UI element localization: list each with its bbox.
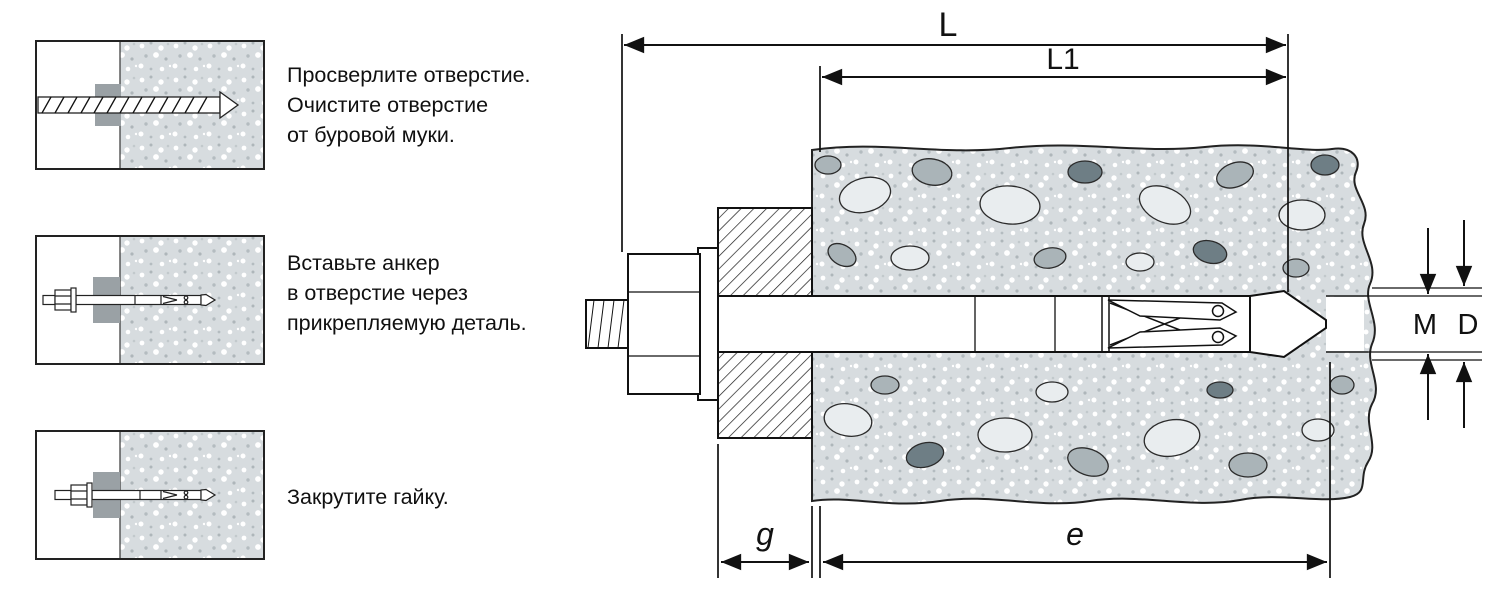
step-2-line-1: Вставьте анкер (287, 251, 440, 275)
dimension-L: L (621, 6, 1289, 292)
drill-bit-icon (37, 90, 240, 120)
step-3-text: Закрутите гайку. (287, 482, 577, 512)
drill-hole (1326, 295, 1368, 353)
cone-tip (1249, 289, 1327, 359)
step-1-illustration (35, 40, 265, 170)
step-3-line-1: Закрутите гайку. (287, 485, 449, 509)
step-2-line-3: прикрепляемую деталь. (287, 311, 527, 335)
dim-label-g: g (756, 516, 774, 552)
anchor-bolt-icon (54, 482, 217, 508)
dimension-L1: L1 (819, 43, 1286, 152)
dimension-M-D: M D (1326, 220, 1482, 428)
dim-label-L1: L1 (1046, 43, 1079, 76)
technical-drawing: L L1 M D g e (585, 6, 1482, 578)
anchor-bolt (585, 247, 1327, 401)
dimension-e: e (819, 362, 1331, 578)
dim-label-e: e (1066, 516, 1084, 552)
dim-label-M: M (1413, 309, 1437, 341)
step-1-line-2: Очистите отверстие (287, 93, 489, 117)
dim-label-L: L (939, 6, 958, 44)
step-2-text: Вставьте анкер в отверстие через прикреп… (287, 248, 577, 338)
step-1-text: Просверлите отверстие. Очистите отверсти… (287, 60, 577, 150)
expansion-clip (1101, 297, 1238, 351)
hex-nut (627, 253, 701, 395)
aggregate-stones-dark (905, 154, 1340, 469)
threaded-stud (585, 299, 629, 349)
dimension-g: g (717, 444, 813, 578)
anchor-bolt-icon (42, 287, 217, 313)
aggregate-stones-light (823, 176, 1335, 458)
step-1-line-3: от буровой муки. (287, 123, 455, 147)
step-2-line-2: в отверстие через (287, 281, 468, 305)
step-3-illustration (35, 430, 265, 560)
step-2-illustration (35, 235, 265, 365)
dim-label-D: D (1458, 309, 1479, 341)
aggregate-stones-mid (814, 155, 1355, 478)
step-1-line-1: Просверлите отверстие. (287, 63, 531, 87)
